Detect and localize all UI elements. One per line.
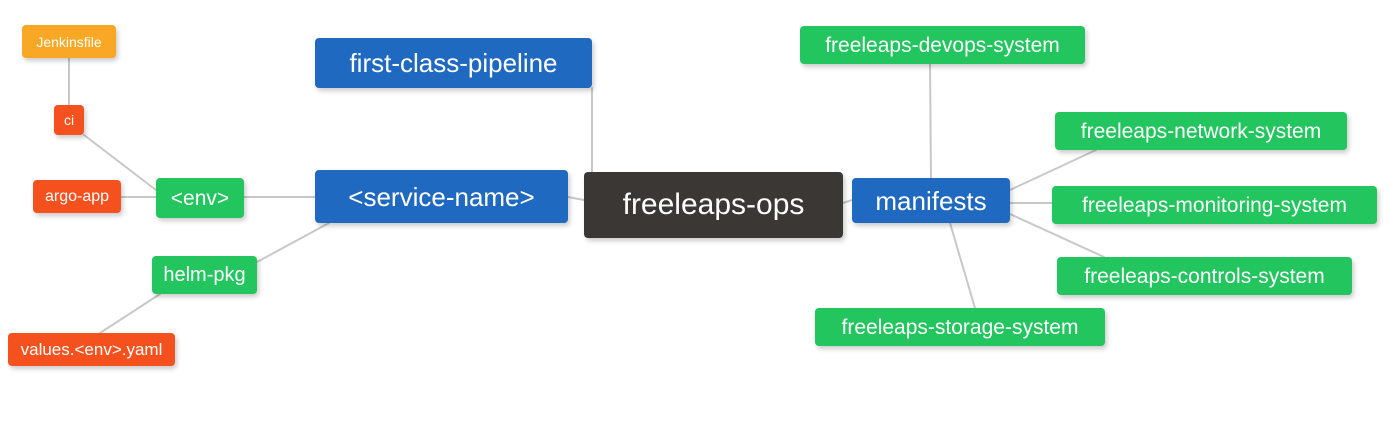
node-controls-system[interactable]: freeleaps-controls-system — [1057, 257, 1352, 295]
node-label-jenkinsfile: Jenkinsfile — [36, 33, 102, 50]
node-label-root: freeleaps-ops — [622, 188, 805, 221]
node-jenkinsfile[interactable]: Jenkinsfile — [22, 25, 116, 58]
node-root[interactable]: freeleaps-ops — [584, 172, 843, 238]
node-ci[interactable]: ci — [54, 105, 84, 135]
node-label-service-name: <service-name> — [348, 181, 535, 212]
node-label-devops-system: freeleaps-devops-system — [825, 33, 1060, 57]
node-label-storage-system: freeleaps-storage-system — [841, 315, 1079, 339]
node-label-env: <env> — [170, 186, 230, 210]
edge-root-to-manifests — [842, 199, 853, 204]
node-label-values-yaml: values.<env>.yaml — [20, 340, 163, 359]
edge-root-to-service-name — [567, 196, 585, 201]
node-label-first-class-pipeline: first-class-pipeline — [349, 48, 558, 78]
edge-service-name-to-helm-pkg — [256, 222, 330, 263]
node-label-manifests: manifests — [875, 185, 987, 216]
edge-manifests-to-devops-system — [929, 63, 932, 179]
node-devops-system[interactable]: freeleaps-devops-system — [800, 26, 1085, 64]
node-label-ci: ci — [63, 112, 75, 128]
node-label-helm-pkg: helm-pkg — [163, 264, 246, 286]
edge-manifests-to-network-system — [1009, 149, 1097, 191]
node-env[interactable]: <env> — [156, 178, 244, 218]
node-label-argo-app: argo-app — [44, 187, 110, 205]
node-network-system[interactable]: freeleaps-network-system — [1055, 112, 1347, 150]
node-monitoring-system[interactable]: freeleaps-monitoring-system — [1052, 186, 1377, 224]
node-argo-app[interactable]: argo-app — [33, 180, 121, 213]
node-label-monitoring-system: freeleaps-monitoring-system — [1082, 193, 1347, 217]
node-label-controls-system: freeleaps-controls-system — [1084, 264, 1325, 288]
node-values-yaml[interactable]: values.<env>.yaml — [8, 333, 175, 366]
node-service-name[interactable]: <service-name> — [315, 170, 568, 223]
node-helm-pkg[interactable]: helm-pkg — [152, 256, 257, 294]
node-storage-system[interactable]: freeleaps-storage-system — [815, 308, 1105, 346]
node-label-network-system: freeleaps-network-system — [1080, 119, 1322, 143]
edge-helm-pkg-to-values-yaml — [99, 293, 161, 334]
node-manifests[interactable]: manifests — [852, 178, 1010, 223]
node-first-class-pipeline[interactable]: first-class-pipeline — [315, 38, 592, 88]
edge-manifests-to-storage-system — [949, 222, 976, 309]
